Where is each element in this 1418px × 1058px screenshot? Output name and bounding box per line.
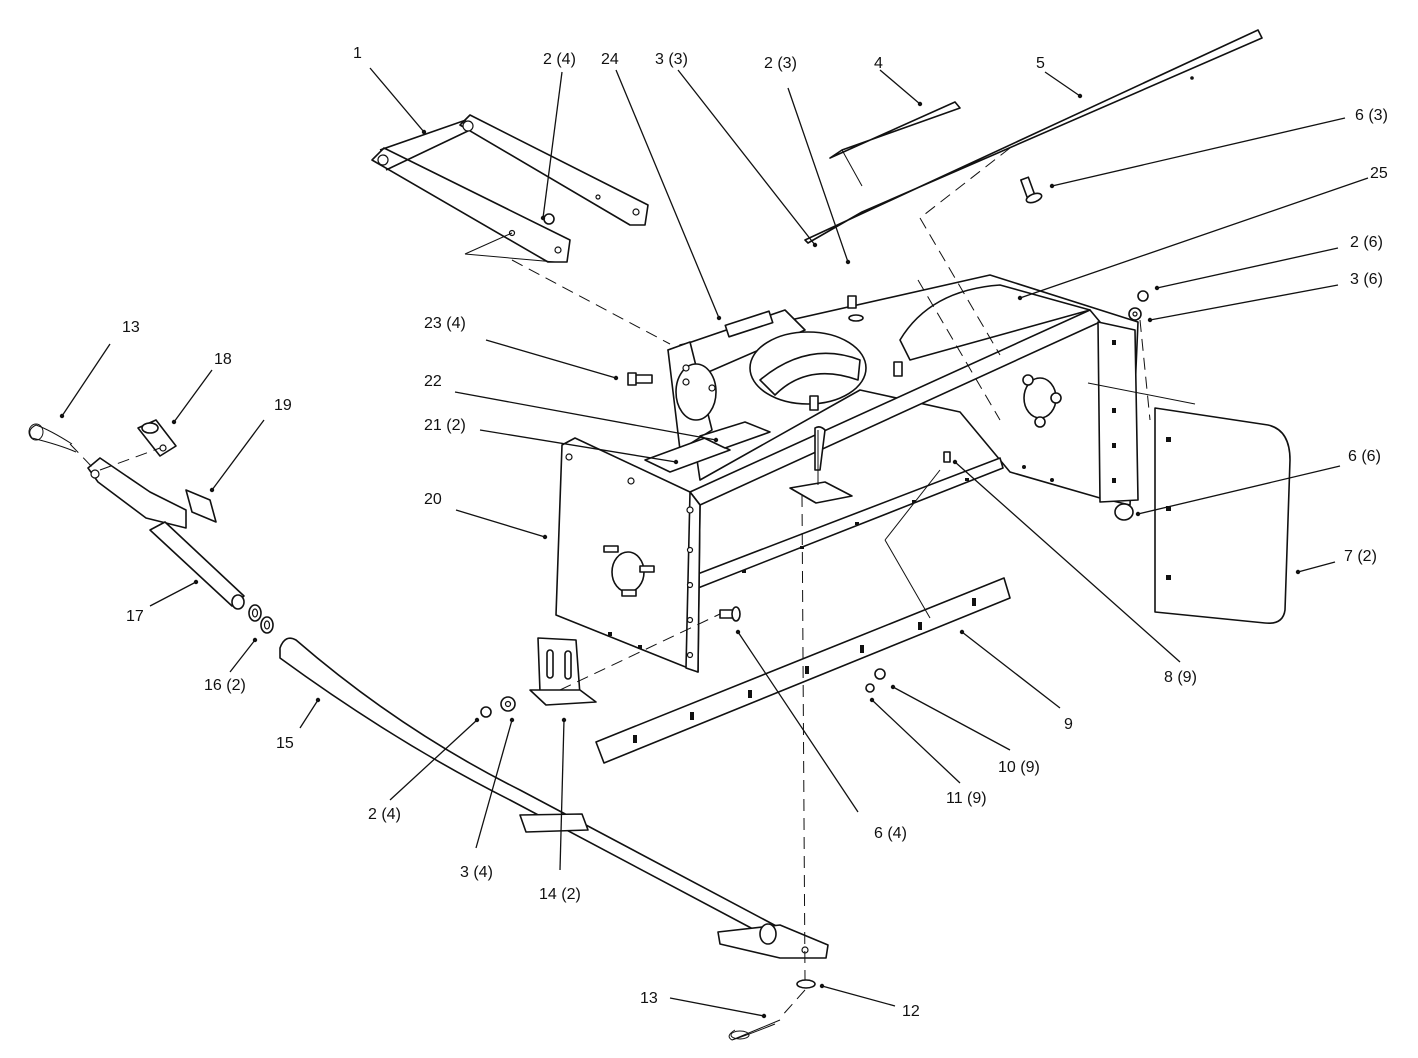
part-1-pivot-frame xyxy=(371,114,649,263)
callout-15: 15 xyxy=(276,735,294,752)
callout-9: 9 xyxy=(1064,716,1073,733)
part-3-washer-lower xyxy=(500,696,516,712)
callout-22: 22 xyxy=(424,373,442,390)
callout-8-9: 8 (9) xyxy=(1164,669,1197,686)
part-7-side-panel xyxy=(1087,382,1291,625)
callout-25: 25 xyxy=(1370,165,1388,182)
part-2-nut-lower xyxy=(480,706,492,718)
callout-6-3: 6 (3) xyxy=(1355,107,1388,124)
part-4-plate xyxy=(829,101,961,187)
callout-2-6: 2 (6) xyxy=(1350,234,1383,251)
callout-17: 17 xyxy=(126,608,144,625)
part-6-bolt-side xyxy=(1114,503,1134,521)
callout-12: 12 xyxy=(902,1003,920,1020)
part-12-washer xyxy=(796,979,816,989)
callout-18: 18 xyxy=(214,351,232,368)
callout-7-2: 7 (2) xyxy=(1344,548,1377,565)
part-6-bolt-front xyxy=(719,606,741,622)
part-16-bushings xyxy=(248,604,274,634)
part-18-clip xyxy=(137,419,177,457)
part-5-strip xyxy=(804,29,1263,244)
part-11-nut xyxy=(865,683,875,693)
leader-lines xyxy=(59,67,1369,1019)
part-2-nut-side xyxy=(1128,290,1149,321)
part-17-lever xyxy=(87,457,245,610)
callout-1: 1 xyxy=(353,45,362,62)
part-6-screw-top xyxy=(1020,176,1043,204)
part-23-bolt xyxy=(627,372,653,386)
callout-6-4: 6 (4) xyxy=(874,825,907,842)
callout-23-4: 23 (4) xyxy=(424,315,466,332)
callout-2-3: 2 (3) xyxy=(764,55,797,72)
part-15-handle-tube xyxy=(279,637,829,959)
callout-10-9: 10 (9) xyxy=(998,759,1040,776)
part-14-skid-shoe xyxy=(529,637,597,706)
callout-21-2: 21 (2) xyxy=(424,417,466,434)
part-8-bolt xyxy=(943,451,951,463)
callout-13-bottom: 13 xyxy=(640,990,658,1007)
assembly-dash-lines xyxy=(69,147,1151,1019)
callout-4: 4 xyxy=(874,55,883,72)
callout-13-top: 13 xyxy=(122,319,140,336)
part-13-hairpin-top xyxy=(28,423,77,453)
part-19-decal xyxy=(185,489,217,523)
callout-24: 24 xyxy=(601,51,619,68)
callout-16-2: 16 (2) xyxy=(204,677,246,694)
part-20-housing xyxy=(555,274,1139,673)
callout-2-4-bottom: 2 (4) xyxy=(368,806,401,823)
callout-labels: 1 2 (4) 24 3 (3) 2 (3) 4 5 6 (3) 25 2 (6… xyxy=(122,45,1388,1020)
callout-6-6: 6 (6) xyxy=(1348,448,1381,465)
callout-2-4-top: 2 (4) xyxy=(543,51,576,68)
callout-14-2: 14 (2) xyxy=(539,886,581,903)
part-13-hairpin-bottom xyxy=(728,1019,781,1041)
callout-3-6: 3 (6) xyxy=(1350,271,1383,288)
callout-3-4: 3 (4) xyxy=(460,864,493,881)
callout-19: 19 xyxy=(274,397,292,414)
callout-5: 5 xyxy=(1036,55,1045,72)
callout-20: 20 xyxy=(424,491,442,508)
part-10-washer xyxy=(874,668,886,680)
callout-11-9: 11 (9) xyxy=(946,790,987,807)
callout-3-3: 3 (3) xyxy=(655,51,688,68)
